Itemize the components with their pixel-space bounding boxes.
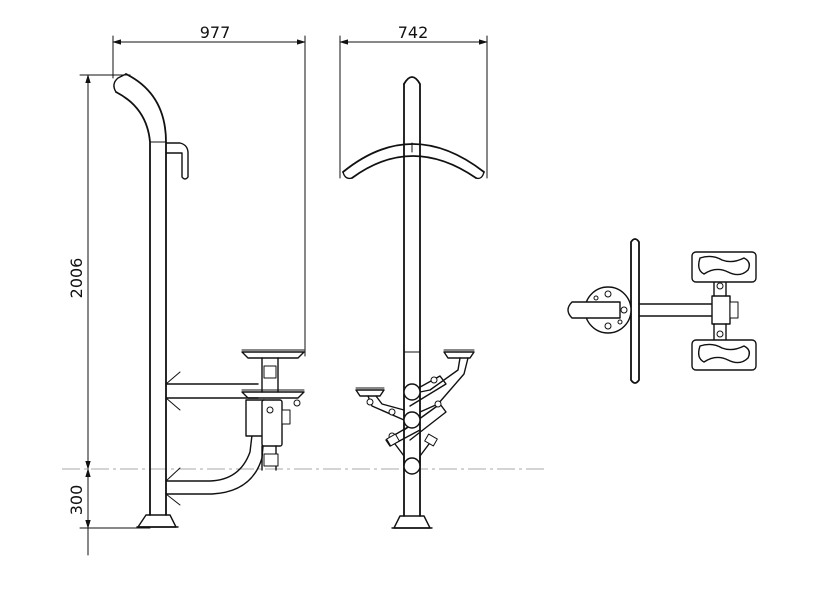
side-view <box>113 73 305 528</box>
dim-label-300: 300 <box>67 485 86 516</box>
dimension-side-width: 977 <box>112 23 306 357</box>
front-view <box>342 76 485 529</box>
dim-label-2006: 2006 <box>67 258 86 299</box>
dimension-depth: 300 <box>67 468 151 556</box>
dimension-front-width: 742 <box>339 23 488 179</box>
dim-label-977: 977 <box>200 23 231 42</box>
top-view <box>567 238 757 384</box>
dimension-height: 2006 <box>67 74 131 470</box>
dim-label-742: 742 <box>398 23 429 42</box>
